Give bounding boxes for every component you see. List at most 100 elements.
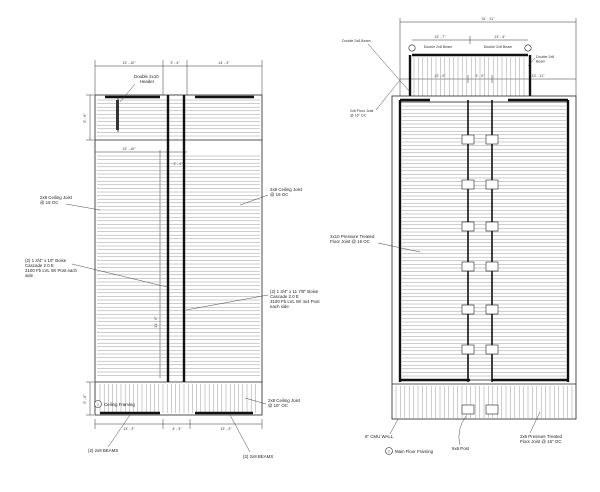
floor-joists-bottom	[395, 386, 573, 418]
boise-left-line-4: side	[25, 273, 34, 278]
dim-right-second-mid: 3' - 0"	[475, 74, 485, 78]
header-post	[116, 100, 119, 130]
header-label-line-2: Header	[140, 79, 155, 84]
ceiling-outline	[94, 94, 263, 416]
boise-beam-label-left: (2) 1 3/4" x 10" Boise Cascade 2.0 E 310…	[25, 258, 168, 288]
ceiling-joist-label-bottom: 2x8 Ceiling Joist @ 16" OC	[244, 397, 301, 408]
top-dimensions: 13' - 10" 3' - 4" 14' - 3" 13' - 10" 3' …	[94, 60, 263, 166]
boise-right-line-3: 3100 Fb LVL W/ 4x4 Post	[270, 299, 320, 304]
pt-joist-line-2: Floor Joist @ 16 OC	[330, 239, 370, 244]
dim-second-mid: 3' - 4"	[173, 162, 183, 166]
plan-1-title-text: Ceiling Framing	[104, 402, 135, 407]
ceiling-joist-bottom-line-1: 2x8 Ceiling Joist	[268, 398, 301, 403]
post-6x6	[461, 134, 475, 145]
dim-right-second-right: 13' - 11"	[532, 74, 546, 78]
ceiling-framing-plan: 13' - 10" 3' - 4" 14' - 3" 13' - 10" 3' …	[25, 60, 320, 459]
dim-top-mid: 3' - 4"	[170, 61, 180, 65]
post-6x6	[461, 404, 475, 415]
double-beam-right-line-2: Beam	[536, 60, 545, 64]
boise-right-line-1: (2) 1 3/4" x 11 7/8" Boise	[270, 289, 319, 294]
ceiling-joist-left-line-1: 2x8 Ceiling Joist	[40, 195, 73, 200]
plan-2-title-text: Main Floor Framing	[395, 449, 434, 454]
pt-bottom-line-2: Floor Joist @ 16" OC	[520, 439, 561, 444]
floor-joist-line-1: 2x8 Floor Joist	[350, 109, 373, 113]
boise-left-line-2: Cascade 2.0 E	[25, 263, 54, 268]
boise-beam-label-right: (2) 1 3/4" x 11 7/8" Boise Cascade 2.0 E…	[185, 289, 320, 311]
dim-bottom-mid: 4' - 3"	[172, 427, 182, 431]
post-6x6	[485, 404, 499, 415]
ceiling-joists-upper	[97, 99, 260, 137]
ceiling-joist-label-left: 2x8 Ceiling Joist @ 16 OC	[40, 195, 101, 211]
post-6x6	[461, 344, 475, 355]
post-6x6	[485, 304, 499, 315]
floor-joist-label: 2x8 Floor Joist @ 16" OC	[350, 79, 401, 118]
post-text: 6x6 Post	[452, 446, 470, 451]
floor-joist-line-2: @ 16" OC	[350, 114, 367, 118]
post-6x6	[485, 261, 499, 272]
beams-left-text: (2) 2x8 BEAMS	[88, 448, 118, 453]
post-6x6	[461, 221, 475, 232]
boise-left-line-3: 3100 Fb LVL W/ Post each	[25, 268, 78, 273]
dim-right-top-right: 13' - 4"	[494, 35, 506, 39]
bottom-dimensions: 13' - 3" 4' - 3" 13' - 3"	[94, 419, 263, 431]
dim-top-right: 14' - 3"	[218, 61, 230, 65]
cmu-wall-label: 8" CMU WALL	[365, 418, 399, 439]
boise-right-line-4: each side	[270, 304, 289, 309]
ceiling-joist-left-line-2: @ 16 OC	[40, 200, 58, 205]
post-6x6	[485, 179, 499, 190]
beams-right-text: (2) 2x8 BEAMS	[243, 454, 273, 459]
dim-bottom-left: 13' - 3"	[123, 427, 135, 431]
floor-inner-wall	[399, 101, 569, 381]
ceiling-joists-bottom	[99, 384, 256, 413]
post-6x6	[485, 221, 499, 232]
svg-text:2x8 Ceiling Joist @ 16: 2x8 Ceiling Joist @ 16 OC	[270, 187, 303, 197]
pressure-treated-joist-bottom-label: 2x6 Pressure Treated Floor Joist @ 16" O…	[520, 411, 563, 444]
dim-bottom-right: 13' - 3"	[220, 427, 232, 431]
post-label: 6x6 Post	[452, 415, 470, 451]
ceiling-joist-label-right: 2x8 Ceiling Joist @ 16 OC	[239, 187, 303, 206]
dim-side-bottom: 5' - 6"	[83, 394, 87, 404]
plan-2-title: 2 Main Floor Framing	[385, 447, 434, 455]
ceiling-joists-main	[97, 155, 260, 376]
post-6x6	[461, 261, 475, 272]
post-6x6	[485, 134, 499, 145]
svg-text:2x10 Pressure Treated: 2x10 Pressure Treated Floor Joist @ 16 O…	[330, 234, 376, 244]
svg-text:Double 2x8 Beam: Double 2x8 Beam	[536, 55, 555, 64]
svg-text:2x6 Pressure Treated F: 2x6 Pressure Treated Floor Joist @ 16" O…	[520, 434, 563, 444]
svg-text:(2) 1 3/4" x 10" Boise: (2) 1 3/4" x 10" Boise Cascade 2.0 E 310…	[25, 258, 78, 278]
ceiling-joist-right-line-1: 2x8 Ceiling Joist	[270, 187, 303, 192]
floor-joists-main	[402, 105, 566, 377]
boise-left-line-1: (2) 1 3/4" x 10" Boise	[25, 258, 67, 263]
post-row	[461, 134, 499, 415]
double-beam-right-line-1: Double 2x8	[536, 55, 554, 59]
dim-second-left: 13' - 10"	[122, 147, 136, 151]
header-label: Double 2x10 Header	[119, 74, 160, 103]
pier-top-left	[408, 44, 416, 52]
deck-joists	[413, 57, 525, 96]
pt-joist-line-1: 2x10 Pressure Treated	[330, 234, 375, 239]
post-6x6	[461, 179, 475, 190]
plan-1-title: 1 Ceiling Framing	[94, 400, 135, 408]
svg-text:2x8 Floor Joist @ 16": 2x8 Floor Joist @ 16" OC	[350, 109, 374, 118]
pt-bottom-line-1: 2x6 Pressure Treated	[520, 434, 563, 439]
ceiling-joist-right-line-2: @ 16 OC	[270, 192, 288, 197]
double-beam-2-text: Double 2x8 Beam	[484, 45, 513, 49]
dim-side-top: 5' - 6"	[83, 113, 87, 123]
beams-label-left: (2) 2x8 BEAMS	[88, 414, 131, 453]
boise-right-line-2: Cascade 2.0 E	[270, 294, 299, 299]
double-beam-left-text: Double 2x8 Beam	[342, 39, 371, 43]
plan-2-number: 2	[388, 450, 390, 454]
main-floor-framing-plan: 31' - 11" 13' - 7" 13' - 4" 12' - 0" 3' …	[330, 17, 577, 455]
pressure-treated-joist-label: 2x10 Pressure Treated Floor Joist @ 16 O…	[330, 234, 421, 253]
svg-text:Double 2x10 Header: Double 2x10 Header	[134, 74, 160, 84]
double-beam-label-right: Double 2x8 Beam	[527, 55, 555, 67]
double-beam-1-text: Double 2x8 Beam	[424, 45, 453, 49]
header-label-line-1: Double 2x10	[134, 74, 159, 79]
svg-text:2x8 Ceiling Joist @ 16: 2x8 Ceiling Joist @ 16" OC	[268, 398, 301, 408]
svg-text:2x8 Ceiling Joist @ 16: 2x8 Ceiling Joist @ 16 OC	[40, 195, 73, 205]
dim-overall: 31' - 11"	[482, 17, 496, 21]
post-6x6	[461, 304, 475, 315]
ceiling-joist-bottom-line-2: @ 16" OC	[268, 403, 288, 408]
double-beam-label-left: Double 2x8 Beam	[342, 39, 411, 93]
